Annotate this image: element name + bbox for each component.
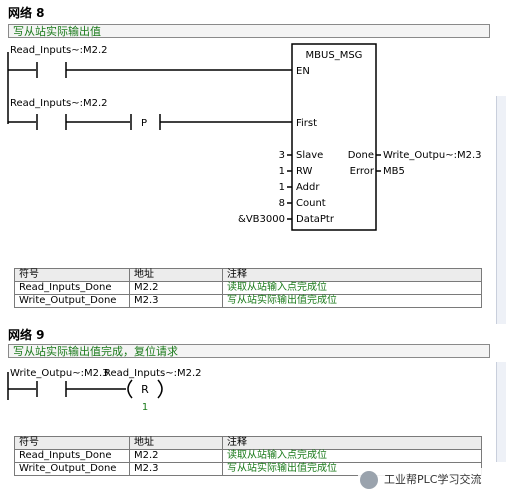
address-cell: M2.3: [129, 462, 223, 476]
scrollbar-network-9[interactable]: [496, 362, 506, 462]
table-row[interactable]: Write_Output_Done M2.3 写从站实际输出值完成位: [14, 294, 482, 308]
col-address: 地址: [129, 268, 223, 282]
col-address: 地址: [129, 436, 223, 450]
coil-symbol: R: [141, 383, 149, 396]
network-9-comment[interactable]: 写从站实际输出值完成，复位请求: [8, 344, 490, 358]
symbol-cell: Read_Inputs_Done: [14, 449, 130, 463]
network-9-title: 网络 9: [8, 328, 45, 342]
pin-count: Count: [296, 198, 326, 209]
block-outputs: Done Write_Outpu~:M2.3 Error MB5: [348, 150, 482, 177]
comment-cell: 读取从站输入点完成位: [222, 281, 482, 295]
mbus-msg-block[interactable]: [291, 43, 377, 231]
col-symbol: 符号: [14, 268, 130, 282]
block-inputs: 3 Slave 1 RW 1 Addr 8 Count &VB3000 Data…: [238, 150, 335, 225]
n9-coil-label: Read_Inputs~:M2.2: [104, 368, 202, 379]
reset-coil[interactable]: [127, 379, 163, 399]
n9-contact-label: Write_Outpu~:M2.3: [10, 368, 109, 379]
symbol-cell: Write_Output_Done: [14, 294, 130, 308]
p-label: P: [141, 118, 147, 129]
contact2-label: Read_Inputs~:M2.2: [10, 98, 108, 109]
table-row[interactable]: Write_Output_Done M2.3 写从站实际输出值完成位: [14, 462, 482, 476]
output-done-value: Write_Outpu~:M2.3: [383, 150, 482, 161]
block-name: MBUS_MSG: [306, 50, 363, 61]
input-count-value: 8: [279, 198, 285, 209]
input-rw-value: 1: [279, 166, 285, 177]
address-cell: M2.2: [129, 281, 223, 295]
address-cell: M2.3: [129, 294, 223, 308]
wechat-icon: [360, 471, 378, 489]
n9-contact[interactable]: [36, 381, 67, 397]
input-dataptr-value: &VB3000: [238, 214, 285, 225]
coil-count: 1: [142, 402, 148, 413]
col-comment: 注释: [222, 268, 482, 282]
pin-rw: RW: [296, 166, 313, 177]
network-8-title: 网络 8: [8, 6, 45, 20]
symbol-cell: Write_Output_Done: [14, 462, 130, 476]
pin-dataptr: DataPtr: [296, 214, 335, 225]
network-8-symbol-table: 符号 地址 注释 Read_Inputs_Done M2.2 读取从站输入点完成…: [14, 268, 482, 308]
col-symbol: 符号: [14, 436, 130, 450]
col-comment: 注释: [222, 436, 482, 450]
pin-error: Error: [350, 166, 375, 177]
contact1-label: Read_Inputs~:M2.2: [10, 45, 108, 56]
contact2[interactable]: [36, 114, 67, 130]
table-row[interactable]: Read_Inputs_Done M2.2 读取从站输入点完成位: [14, 449, 482, 463]
watermark: 工业帮PLC学习交流: [358, 468, 506, 492]
address-cell: M2.2: [129, 449, 223, 463]
pin-done: Done: [348, 150, 374, 161]
contact1[interactable]: [36, 62, 67, 78]
pin-en: EN: [296, 66, 310, 77]
pin-addr: Addr: [296, 182, 320, 193]
symbol-cell: Read_Inputs_Done: [14, 281, 130, 295]
input-addr-value: 1: [279, 182, 285, 193]
scrollbar-network-8[interactable]: [496, 96, 506, 324]
pin-slave: Slave: [296, 150, 323, 161]
output-error-value: MB5: [383, 166, 405, 177]
pin-first: First: [296, 118, 317, 129]
network-8-comment[interactable]: 写从站实际输出值: [8, 24, 490, 38]
comment-cell: 写从站实际输出值完成位: [222, 294, 482, 308]
table-row[interactable]: Read_Inputs_Done M2.2 读取从站输入点完成位: [14, 281, 482, 295]
comment-cell: 读取从站输入点完成位: [222, 449, 482, 463]
input-slave-value: 3: [279, 150, 285, 161]
network-9-symbol-table: 符号 地址 注释 Read_Inputs_Done M2.2 读取从站输入点完成…: [14, 436, 482, 476]
watermark-text: 工业帮PLC学习交流: [384, 473, 482, 486]
